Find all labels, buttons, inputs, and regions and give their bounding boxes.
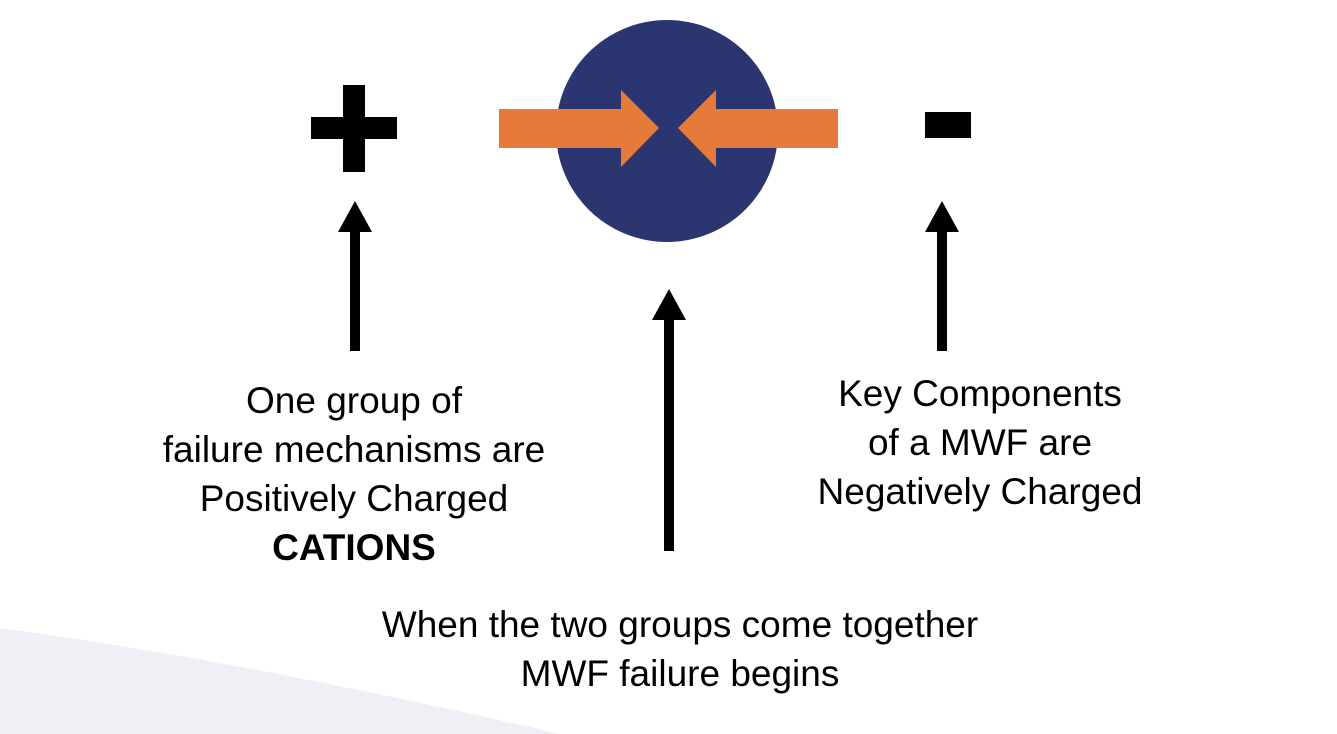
mwf-components-label-line-2: of a MWF are xyxy=(867,422,1093,463)
cations-label-line-3: Positively Charged xyxy=(199,478,509,519)
cations-label-line-4: CATIONS xyxy=(272,527,436,568)
pointer-arrow-center-shaft xyxy=(664,315,674,551)
pointer-arrow-positive-shaft xyxy=(350,226,360,351)
pointer-arrow-positive-head xyxy=(338,201,372,232)
particle-circle xyxy=(556,20,778,242)
pointer-arrow-center xyxy=(652,289,686,551)
pointer-arrow-negative-shaft xyxy=(937,226,947,351)
negative-sign xyxy=(925,112,971,138)
cations-label-line-1: One group of xyxy=(246,380,462,421)
mwf-components-label-line-3: Negatively Charged xyxy=(817,471,1143,512)
failure-label-line-2: MWF failure begins xyxy=(520,653,840,694)
negative-sign-bar xyxy=(925,112,971,138)
pointer-arrow-negative xyxy=(925,201,959,351)
failure-label-line-1: When the two groups come together xyxy=(381,604,979,645)
pointer-arrow-positive xyxy=(338,201,372,351)
mwf-components-label-line-1: Key Components xyxy=(838,373,1122,414)
positive-sign-vertical xyxy=(343,85,365,172)
cations-label: One group of failure mechanisms are Posi… xyxy=(104,376,604,572)
mwf-components-label: Key Components of a MWF are Negatively C… xyxy=(740,369,1220,516)
positive-sign xyxy=(311,85,397,172)
attraction-arrow-right xyxy=(678,90,838,167)
cations-label-line-2: failure mechanisms are xyxy=(162,429,546,470)
attraction-arrow-left xyxy=(499,90,659,167)
failure-label: When the two groups come together MWF fa… xyxy=(330,600,1030,698)
background-wave-shape xyxy=(0,628,560,734)
pointer-arrow-center-head xyxy=(652,289,686,320)
pointer-arrow-negative-head xyxy=(925,201,959,232)
